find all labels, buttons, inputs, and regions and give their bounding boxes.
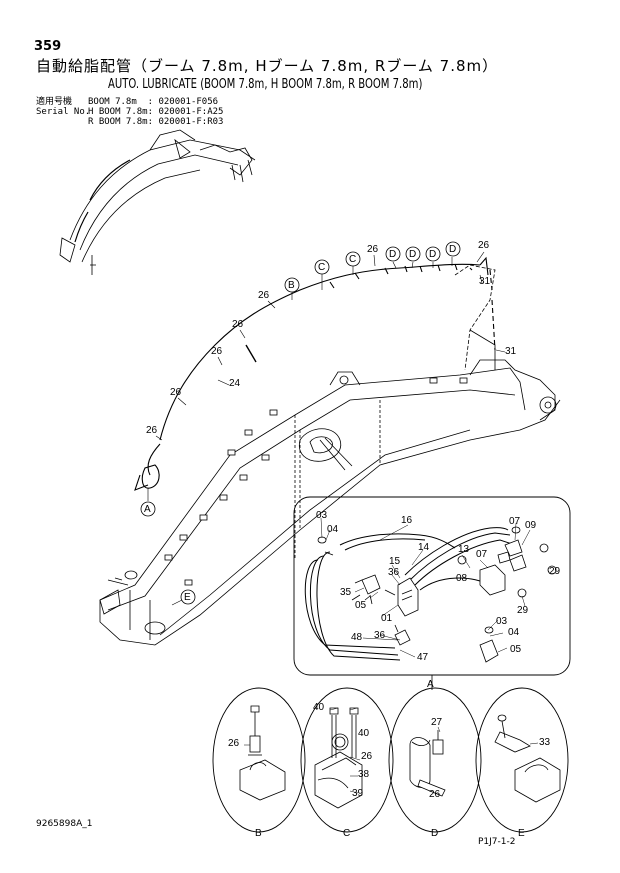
title-english: AUTO. LUBRICATE (BOOM 7.8m, H BOOM 7.8m,… — [108, 77, 423, 92]
detail-ovals — [212, 687, 569, 833]
detail-e-clamp — [494, 714, 561, 803]
a-part-05-a: 05 — [355, 600, 367, 611]
a-part-07-b: 07 — [476, 549, 488, 560]
a-part-03-b: 03 — [496, 616, 508, 627]
d-part-26: 26 — [429, 789, 441, 800]
a-part-13: 13 — [458, 544, 470, 555]
serial-label-en: Serial No. — [36, 107, 91, 117]
a-part-36-b: 36 — [374, 630, 386, 641]
callout-circles — [140, 241, 461, 605]
a-part-09: 09 — [525, 520, 537, 531]
callout-c-1: C — [318, 262, 326, 273]
detail-label-a: A — [427, 679, 434, 690]
a-part-15: 15 — [389, 556, 401, 567]
title-japanese: 自動給脂配管（ブーム 7.8m, Hブーム 7.8m, Rブーム 7.8m） — [36, 57, 499, 75]
a-part-01: 01 — [381, 613, 393, 624]
part-26-b: 26 — [478, 240, 490, 251]
part-26-e: 26 — [211, 346, 223, 357]
detail-label-b: B — [255, 828, 262, 839]
a-part-29-a: 29 — [549, 566, 561, 577]
part-26-f: 26 — [170, 387, 182, 398]
detail-label-e: E — [518, 828, 525, 839]
e-part-33: 33 — [539, 737, 551, 748]
a-part-48: 48 — [351, 632, 363, 643]
a-part-04-b: 04 — [508, 627, 520, 638]
callout-b: B — [288, 280, 295, 291]
serial-row-boom: BOOM 7.8m : 020001-F056 — [88, 97, 219, 107]
overview-sketch — [59, 129, 256, 275]
a-part-35: 35 — [340, 587, 352, 598]
serial-row-r-boom: R BOOM 7.8m: 020001-F:R03 — [88, 117, 224, 127]
part-31-a: 31 — [479, 276, 491, 287]
a-part-04: 04 — [327, 524, 339, 535]
a-part-03: 03 — [316, 510, 328, 521]
a-part-47: 47 — [417, 652, 429, 663]
part-31-b: 31 — [505, 346, 517, 357]
drawing-number: 9265898A_1 — [36, 819, 93, 829]
detail-a-frame — [293, 496, 571, 690]
c-part-39: 39 — [352, 788, 364, 799]
callout-d-4: D — [449, 244, 457, 255]
a-part-16: 16 — [401, 515, 413, 526]
a-part-07-a: 07 — [509, 516, 521, 527]
part-26-g: 26 — [146, 425, 158, 436]
serial-row-h-boom: H BOOM 7.8m: 020001-F:A25 — [88, 107, 224, 117]
callout-e: E — [184, 592, 191, 603]
a-part-29-b: 29 — [517, 605, 529, 616]
main-leaders — [147, 251, 506, 606]
c-part-38: 38 — [358, 769, 370, 780]
a-part-08: 08 — [456, 573, 468, 584]
callout-d-1: D — [389, 249, 397, 260]
page-number: 359 — [34, 39, 62, 54]
lube-hose — [134, 256, 496, 491]
part-26-a: 26 — [367, 244, 379, 255]
serial-label-jp: 適用号機 — [36, 97, 73, 107]
a-part-36-a: 36 — [388, 567, 400, 578]
part-26-d: 26 — [232, 319, 244, 330]
c-part-40-b: 40 — [358, 728, 370, 739]
callout-d-2: D — [409, 249, 417, 260]
part-24: 24 — [229, 378, 241, 389]
d-part-27: 27 — [431, 717, 443, 728]
detail-b-clamp — [239, 705, 286, 801]
c-part-26: 26 — [361, 751, 373, 762]
callout-a: A — [144, 504, 151, 515]
b-part-26: 26 — [228, 738, 240, 749]
detail-c-clamp — [314, 707, 363, 809]
callout-c-2: C — [349, 254, 357, 265]
detail-d-clamp — [409, 726, 446, 797]
boom-structure — [99, 264, 561, 646]
a-part-14: 14 — [418, 542, 430, 553]
callout-d-3: D — [429, 249, 437, 260]
a-part-05-b: 05 — [510, 644, 522, 655]
part-26-c: 26 — [258, 290, 270, 301]
detail-label-c: C — [343, 828, 351, 839]
detail-label-d: D — [431, 828, 439, 839]
page-code: P1J7-1-2 — [478, 837, 516, 847]
c-part-40-a: 40 — [313, 702, 325, 713]
